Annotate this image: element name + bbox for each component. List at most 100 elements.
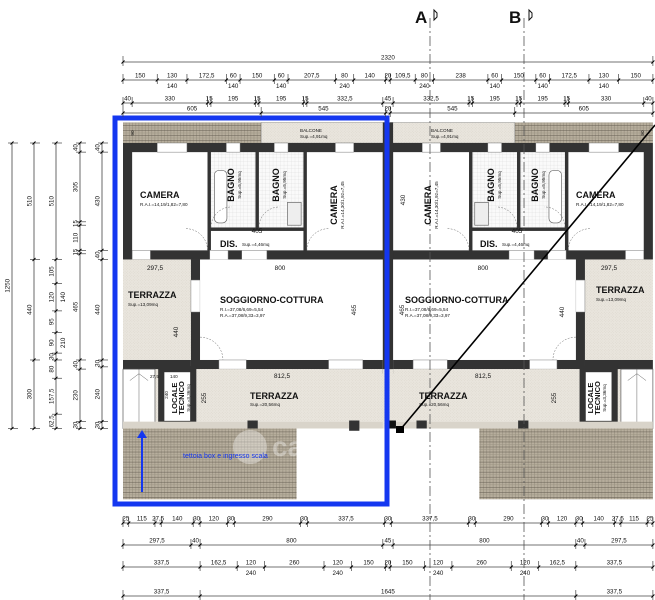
dimension-tick [470, 101, 475, 105]
dimension-value: 800 [286, 538, 297, 545]
dimension-subvalue: 140 [167, 83, 178, 90]
dimension-value: 337,5 [607, 560, 623, 567]
dimension-value: 2320 [381, 55, 395, 62]
dimension-tick [566, 101, 571, 105]
camera-room-2 [306, 152, 383, 251]
dimension-value: 545 [318, 106, 329, 113]
dimension-value: 1250 [5, 278, 12, 292]
room-area: Sup.=20,56mq [250, 402, 280, 407]
dimension-value: 290 [262, 516, 273, 523]
dimension-value: 120 [246, 560, 257, 567]
dimension-label: 812,5 [475, 373, 491, 380]
dimension-tick [54, 412, 58, 417]
dimension-label: 800 [478, 265, 489, 272]
dimension-label: 240 [164, 391, 169, 399]
dimension-tick [450, 565, 454, 569]
right-unit-labels: CAMERA R.A.I.=14,19/1,82=7,80 BAGNO Sup.… [399, 128, 645, 415]
dimension-value: 30 [49, 353, 56, 360]
dimension-subvalue: 140 [228, 83, 239, 90]
room-label: TECNICO [177, 381, 186, 415]
dimension-tick [100, 248, 104, 253]
dimension-value: 60 [278, 73, 285, 80]
dimension-tick [322, 565, 326, 569]
dimension-value: 30 [73, 421, 80, 428]
side-terrace [123, 259, 191, 360]
dimension-value: 440 [27, 304, 34, 315]
room-label: CAMERA [329, 185, 339, 225]
dimension-value: 115 [629, 516, 639, 523]
dimension-tick [121, 521, 125, 525]
room-label: BALCONE [431, 128, 453, 133]
dimension-tick [100, 257, 104, 262]
dimension-value: 120 [209, 516, 220, 523]
dimension-label: 255 [201, 392, 208, 403]
dimension-value: 260 [476, 560, 487, 567]
dimension-value: 60 [539, 73, 546, 80]
roof-tiles [123, 122, 262, 143]
room-label: TERRAZZA [128, 290, 177, 300]
dimension-tick [159, 521, 164, 525]
dimension-tick [573, 521, 578, 525]
dimension-tick [100, 150, 104, 154]
dimension-tick [257, 101, 261, 105]
room-label: TERRAZZA [250, 391, 299, 401]
dimension-tick [305, 101, 309, 105]
dimension-value: 150 [252, 73, 263, 80]
dimension-tick [78, 358, 82, 362]
dimension-tick [198, 565, 202, 569]
dimension-value: 800 [479, 538, 490, 545]
room-ratio: R.A.I.=14,30/1,92=7,45 [434, 181, 439, 229]
room-label: LOCALE [170, 383, 179, 414]
dimension-value: 110 [73, 232, 80, 242]
dimension-value: 62,5 [49, 415, 56, 428]
dimension-value: 150 [363, 560, 374, 567]
dimension-value: 140 [172, 516, 183, 523]
dimension-tick [78, 426, 82, 431]
dimension-tick [466, 521, 471, 525]
left-unit-labels: CAMERA R.A.I.=14,19/1,82=7,80 BAGNO Sup.… [128, 128, 391, 415]
dimension-value: 1645 [381, 589, 395, 596]
dimension-value: 15 [563, 96, 570, 103]
dimension-tick [580, 521, 585, 525]
dimension-tick [651, 521, 655, 525]
dimension-tick [383, 111, 388, 115]
diagonal-line [399, 124, 655, 431]
dimension-tick [467, 101, 471, 105]
dimension-tick [583, 543, 587, 547]
dimension-value: 109,5 [395, 73, 411, 80]
dimension-tick [54, 358, 58, 362]
dimension-tick [651, 543, 655, 547]
dimension-label: 430 [400, 194, 407, 205]
room-label: CAMERA [140, 190, 180, 200]
dimension-value: 120 [557, 516, 568, 523]
camera-room [132, 152, 208, 251]
dimension-tick [121, 78, 125, 82]
room-ratio: R.I.=37,08/6,69=5,54 [405, 307, 449, 312]
dimension-tick [121, 565, 125, 569]
dimension-value: 140 [365, 73, 376, 80]
dimension-subvalue: 140 [538, 83, 549, 90]
dimension-value: 465 [73, 301, 80, 312]
dimension-label: 90 [130, 130, 135, 136]
dimension-value: 120 [520, 560, 531, 567]
dimension-tick [121, 101, 125, 105]
dimension-value: 40 [73, 144, 80, 151]
dimension-value: 430 [95, 196, 102, 207]
dimension-value: 157,5 [49, 388, 56, 404]
dimension-value: 162,5 [550, 560, 566, 567]
dimension-tick [422, 565, 427, 569]
dimension-tick [32, 358, 36, 362]
dimension-tick [209, 101, 213, 105]
dimension-tick [651, 111, 655, 115]
dimension-value: 120 [333, 560, 344, 567]
dimension-value: 15 [302, 96, 309, 103]
dimension-tick [645, 521, 650, 525]
dimension-value: 150 [631, 73, 642, 80]
room-label: BAGNO [226, 168, 236, 202]
dimension-value: 238 [456, 73, 467, 80]
dimension-subvalue: 140 [599, 83, 610, 90]
dimension-value: 30 [576, 516, 583, 523]
room-area: Sup.=4,46mq [242, 242, 270, 247]
dimension-tick [32, 141, 36, 145]
